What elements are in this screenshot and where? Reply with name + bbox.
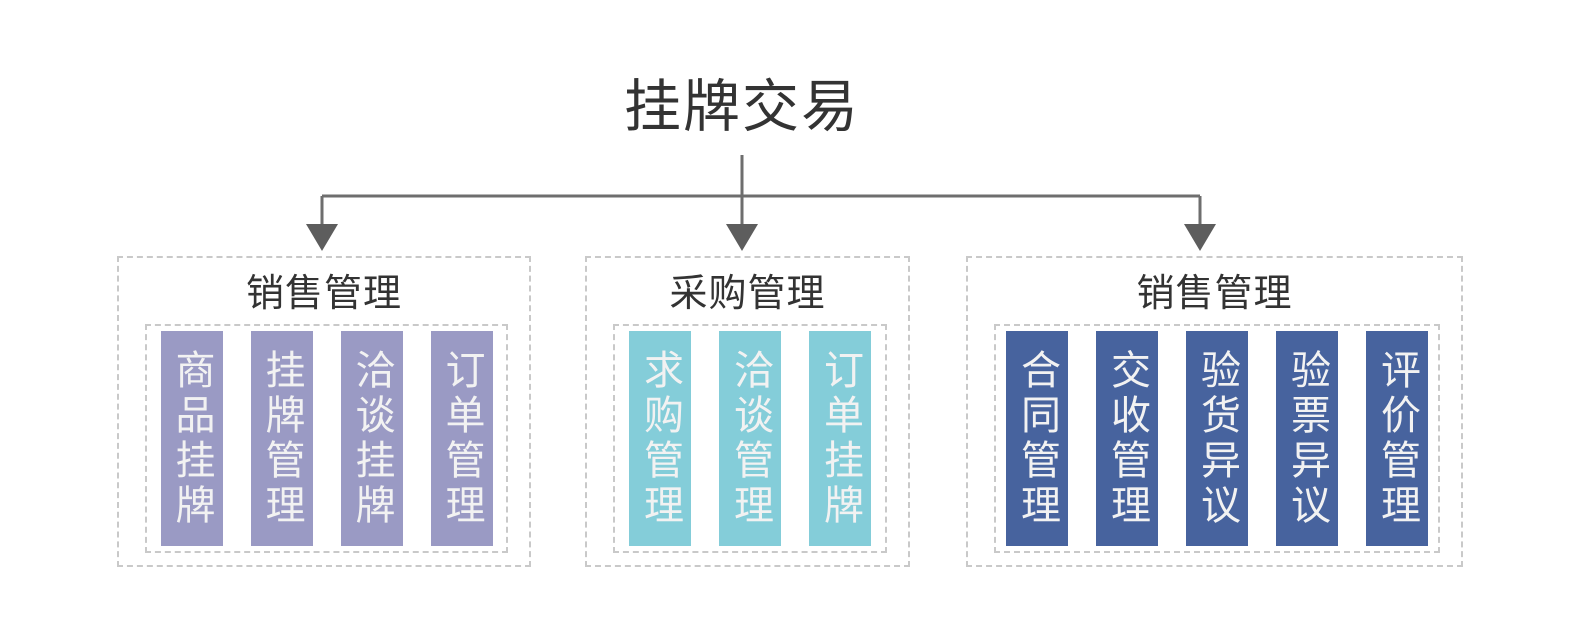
card-item[interactable]: 订单挂牌 [809,331,871,546]
card-item[interactable]: 商品挂牌 [160,331,223,546]
card-item[interactable]: 交收管理 [1096,331,1158,546]
card-item[interactable]: 求购管理 [629,331,691,546]
group-items-container: 商品挂牌 挂牌管理 洽谈挂牌 订单管理 [145,324,508,553]
card-label: 交收管理 [1104,348,1150,529]
card-item[interactable]: 合同管理 [1006,331,1068,546]
card-item[interactable]: 评价管理 [1366,331,1428,546]
card-item[interactable]: 洽谈管理 [719,331,781,546]
card-item[interactable]: 挂牌管理 [250,331,313,546]
card-item[interactable]: 洽谈挂牌 [340,331,403,546]
group-purchase-management[interactable]: 采购管理 求购管理 洽谈管理 订单挂牌 [585,256,910,567]
group-items-container: 合同管理 交收管理 验货异议 验票异议 评价管理 [994,324,1440,553]
root-node-title: 挂牌交易 [624,74,860,140]
card-label: 求购管理 [637,348,683,529]
card-list: 商品挂牌 挂牌管理 洽谈挂牌 订单管理 [147,331,507,546]
group-settlement-management[interactable]: 销售管理 合同管理 交收管理 验货异议 验票异议 评价管理 [966,256,1463,567]
arrowhead-right-icon [1184,224,1216,251]
card-label: 挂牌管理 [258,348,305,529]
group-title: 销售管理 [245,271,402,315]
group-title: 销售管理 [1136,271,1293,315]
arrowhead-center-icon [726,224,758,251]
group-sales-management[interactable]: 销售管理 商品挂牌 挂牌管理 洽谈挂牌 订单管理 [117,256,531,567]
arrowhead-left-icon [306,224,338,251]
card-label: 洽谈挂牌 [348,348,395,529]
card-label: 验票异议 [1284,348,1330,529]
card-item[interactable]: 订单管理 [430,331,493,546]
card-list: 求购管理 洽谈管理 订单挂牌 [615,331,885,546]
card-label: 订单挂牌 [817,348,863,529]
card-label: 合同管理 [1014,348,1060,529]
card-item[interactable]: 验货异议 [1186,331,1248,546]
card-label: 洽谈管理 [727,348,773,529]
card-label: 商品挂牌 [168,348,215,529]
group-title: 采购管理 [669,271,826,315]
card-label: 评价管理 [1374,348,1420,529]
card-item[interactable]: 验票异议 [1276,331,1338,546]
card-label: 验货异议 [1194,348,1240,529]
group-items-container: 求购管理 洽谈管理 订单挂牌 [613,324,887,553]
card-list: 合同管理 交收管理 验货异议 验票异议 评价管理 [992,331,1442,546]
card-label: 订单管理 [438,348,485,529]
